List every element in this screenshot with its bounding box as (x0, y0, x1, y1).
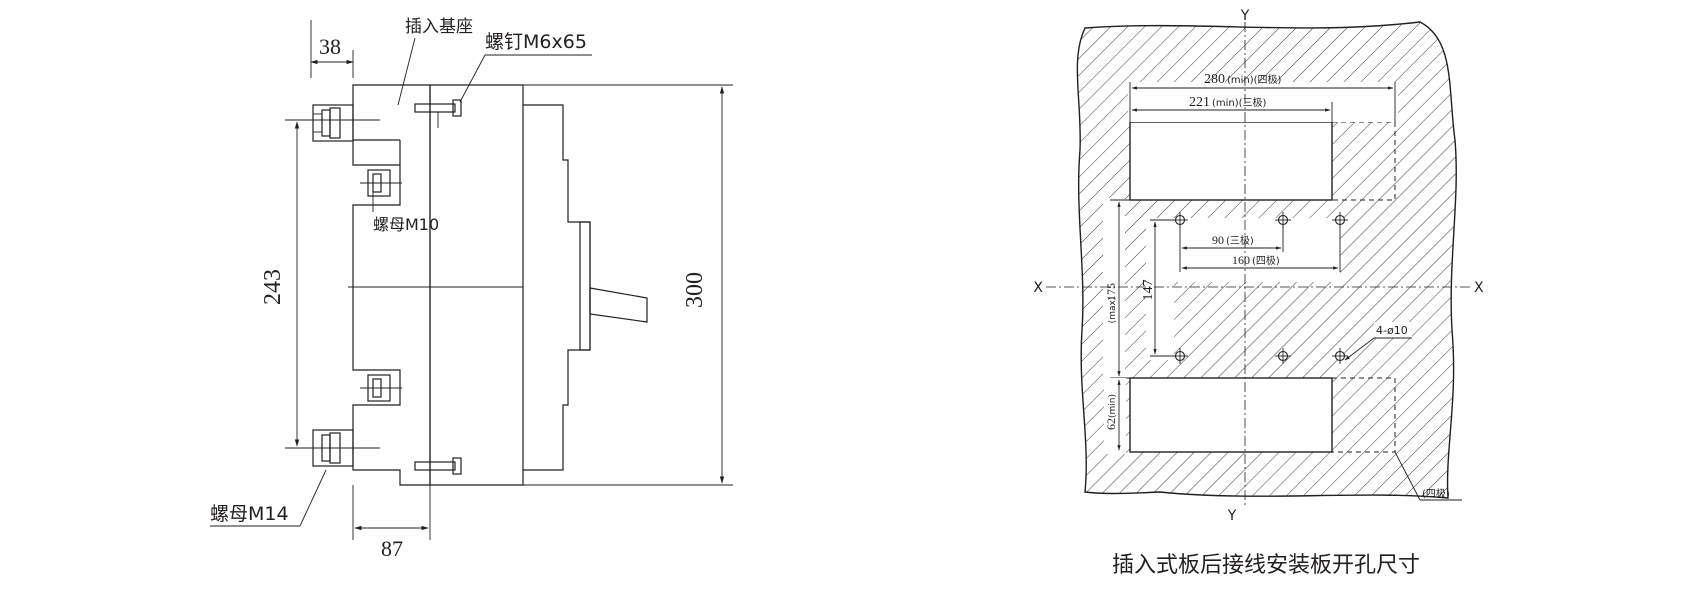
hole-bottom-right (1332, 348, 1348, 364)
screw-m6-bottom (414, 457, 462, 475)
dim-221-text: 221 (1189, 95, 1210, 110)
side-view: 38 (210, 17, 733, 561)
dim-160-text: 160 (1232, 253, 1250, 267)
four-pole-leader (1394, 451, 1421, 501)
plug-in-base-outline (352, 84, 431, 486)
y-axis-bottom-label: Y (1227, 508, 1237, 524)
dim-300-text: 300 (682, 272, 708, 308)
drawing-caption: 插入式板后接线安装板开孔尺寸 (1112, 553, 1420, 578)
terminal-top-large (305, 104, 380, 142)
dim-280-text: 280 (1204, 72, 1225, 87)
label-nut-m10: 螺母M10 (373, 215, 439, 234)
leader-m14 (299, 469, 327, 527)
holes-leader (1344, 337, 1375, 361)
cutout-top (1129, 121, 1333, 201)
hole-bottom-mid (1275, 348, 1291, 364)
x-axis-right-label: X (1474, 280, 1484, 296)
screw-head (452, 99, 462, 117)
terminal-bottom-small (360, 374, 402, 402)
terminal-bottom-large (305, 429, 380, 467)
handle-base (579, 221, 591, 351)
dim-38-text: 38 (319, 34, 341, 59)
mounting-holes (1172, 212, 1348, 364)
breaker-body-outline (429, 84, 591, 486)
breaker-handle (589, 287, 648, 323)
dim-62-text: 62 (1104, 418, 1118, 430)
dim-160-note: (四极) (1252, 254, 1280, 267)
label-plug-in-base: 插入基座 (405, 17, 473, 37)
dim-90-note: (三极) (1226, 234, 1254, 247)
panel-cutout-view: 280 (min)(四极) 221 (min)(三极) 90 (三极) 160 … (1033, 8, 1484, 578)
x-axis-left-label: X (1033, 280, 1043, 296)
holes-label-bg (1374, 322, 1412, 338)
dim-175-note: (max) (1108, 297, 1118, 324)
terminal-block (312, 104, 354, 142)
dim-147-text: 147 (1141, 280, 1156, 301)
label-nut-m14: 螺母M14 (210, 503, 289, 525)
dim-280-note: (min)(四极) (1227, 73, 1282, 86)
cutout-bottom-4pole-ext (1332, 377, 1396, 453)
leader-base (397, 37, 416, 106)
screw-shaft (414, 461, 456, 471)
hole-top-mid (1275, 212, 1291, 228)
terminal-top-small (360, 169, 402, 197)
hole-top-right (1332, 212, 1348, 228)
hole-bottom-left (1172, 348, 1188, 364)
y-axis-top-label: Y (1240, 8, 1250, 24)
screw-m6-top (414, 99, 462, 128)
leader-screw (459, 54, 486, 103)
dim-62-note: (min) (1108, 394, 1118, 418)
dim-band-147 (1146, 220, 1174, 360)
four-pole-label: (四极) (1422, 487, 1450, 500)
washer-top (329, 107, 341, 139)
label-screw-m6x65: 螺钉M6x65 (485, 31, 587, 53)
nut-m14-top (321, 109, 331, 137)
screw-shaft (414, 103, 456, 113)
hole-top-left (1172, 212, 1188, 228)
screw-head (452, 457, 462, 475)
cutout-bottom (1129, 377, 1333, 453)
holes-spec-label: 4-ø10 (1376, 324, 1408, 337)
dim-90-text: 90 (1212, 233, 1224, 247)
dim-221-note: (min)(三极) (1212, 96, 1267, 109)
dim-243-text: 243 (260, 269, 286, 305)
dim-175-text: 175 (1104, 283, 1118, 301)
dim-87-text: 87 (381, 536, 403, 561)
